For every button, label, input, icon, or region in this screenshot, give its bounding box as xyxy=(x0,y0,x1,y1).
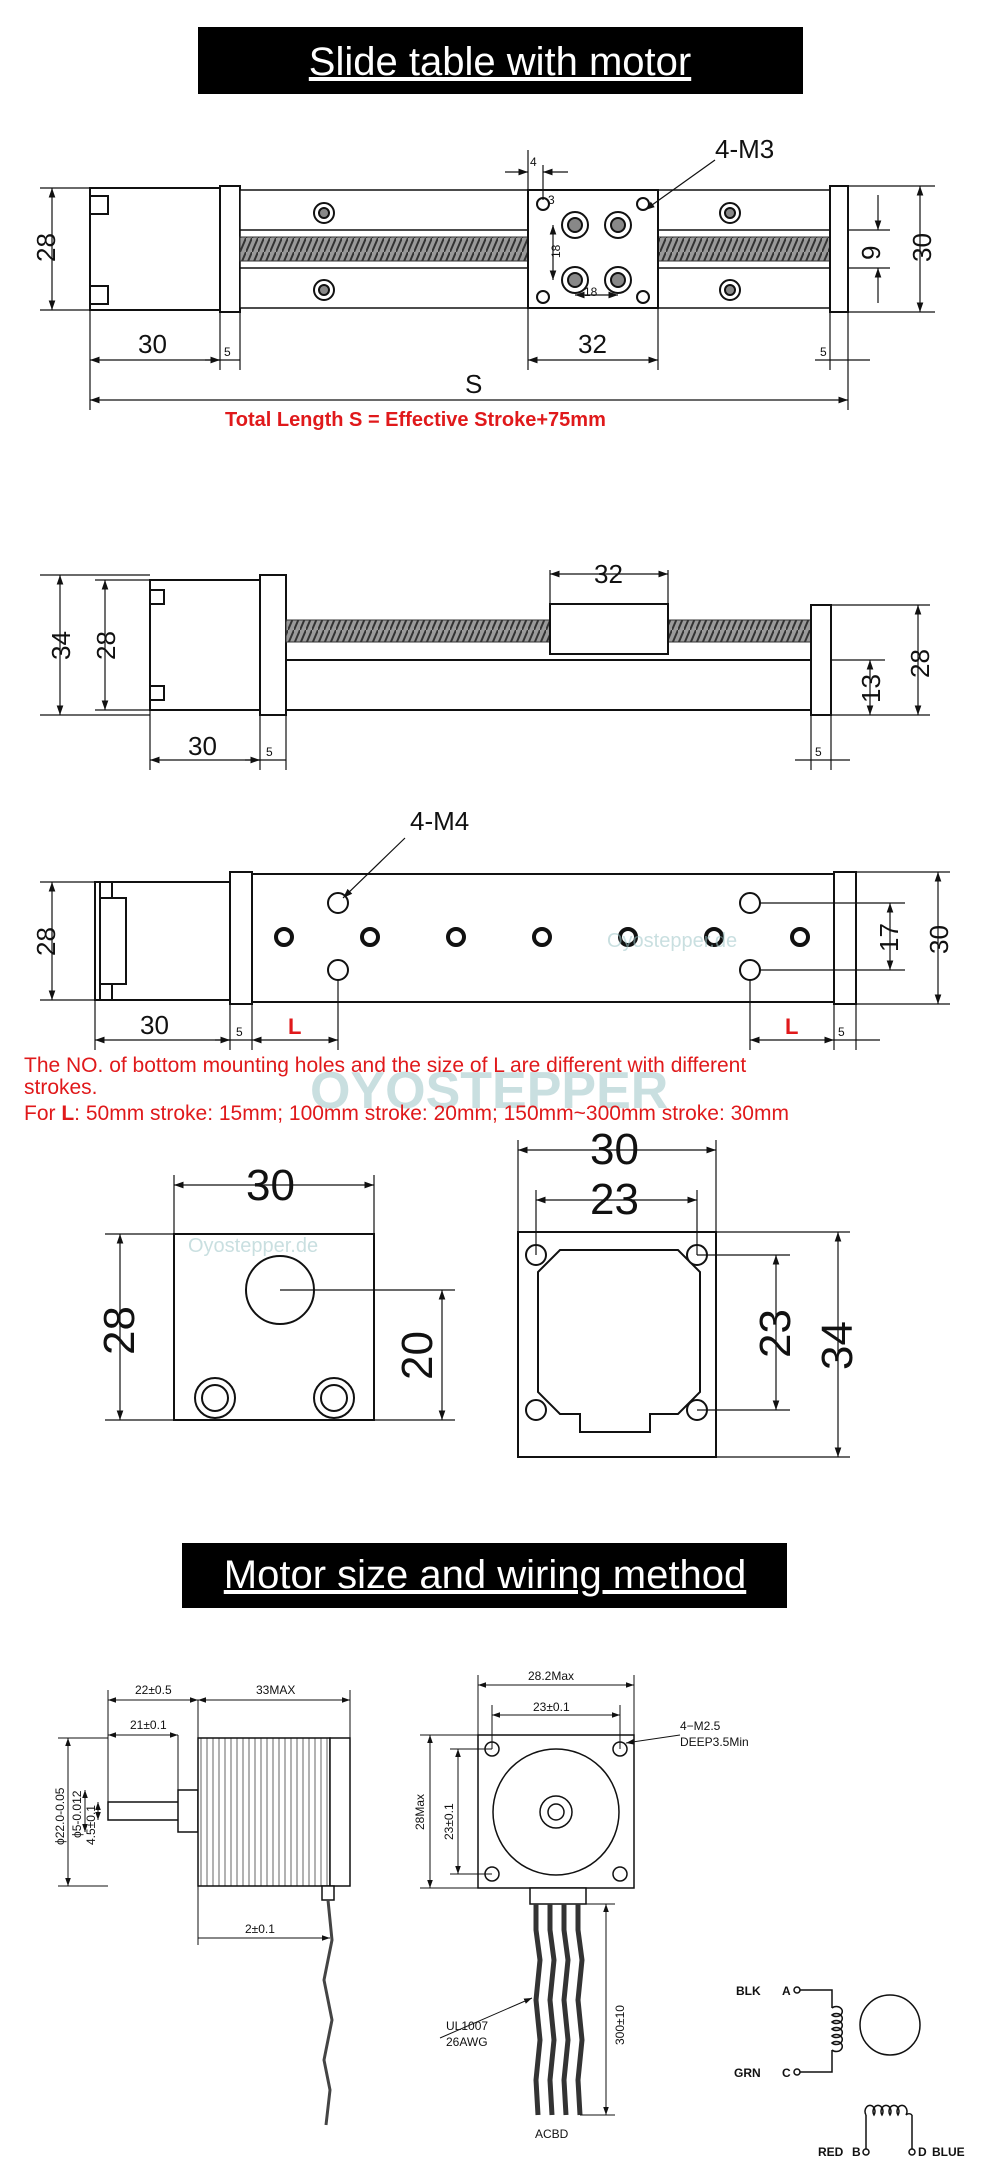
label-4m4: 4-M4 xyxy=(410,806,469,836)
end-view-right-labels: 30 23 23 34 xyxy=(590,1125,862,1370)
side-view xyxy=(40,570,930,770)
motor-dim-23-v: 23±0.1 xyxy=(442,1803,456,1840)
side-dim-13: 13 xyxy=(856,674,886,703)
wiring-labels: BLK A GRN C RED B D BLUE xyxy=(734,1984,965,2159)
motor-deep: DEEP3.5Min xyxy=(680,1735,749,1749)
motor-side-labels: 22±0.5 33MAX 21±0.1 ϕ22.0-0.05 ϕ5-0.012 … xyxy=(53,1683,295,1936)
dim-30: 30 xyxy=(138,329,167,359)
motor-dim-flat: 4.5±0.1 xyxy=(84,1805,98,1845)
dim-3: 3 xyxy=(548,193,555,207)
side-dim-5-right: 5 xyxy=(815,745,822,759)
note-line-1: The NO. of bottom mounting holes and the… xyxy=(24,1054,746,1077)
wire-red: RED xyxy=(818,2145,844,2159)
motor-dim-23-h: 23±0.1 xyxy=(533,1700,570,1714)
dim-18-vertical: 18 xyxy=(549,244,563,258)
watermark-end-view: Oyostepper.de xyxy=(188,1235,318,1257)
motor-dim-shaft: ϕ5-0.012 xyxy=(70,1790,84,1838)
side-dim-28-right: 28 xyxy=(905,649,935,678)
bottom-holes xyxy=(274,892,810,981)
wire-blk: BLK xyxy=(736,1984,761,1998)
motor-dim-28-2max: 28.2Max xyxy=(528,1669,574,1683)
side-dim-5-left: 5 xyxy=(266,745,273,759)
slide-table-banner: Slide table with motor xyxy=(198,27,803,94)
bottom-dim-30-right: 30 xyxy=(924,925,954,954)
wire-c: C xyxy=(782,2066,791,2080)
bottom-view-labels: Oyostepper.de 4-M4 28 17 30 30 5 L L 5 xyxy=(31,806,954,1040)
motor-wiring-title: Motor size and wiring method xyxy=(224,1553,746,1597)
bottom-view xyxy=(40,837,950,1050)
motor-dim-33: 33MAX xyxy=(256,1683,295,1697)
motor-lead-length: 300±10 xyxy=(613,2005,627,2045)
watermark-bottom-view: Oyostepper.de xyxy=(607,930,737,952)
side-dim-30: 30 xyxy=(188,731,217,761)
total-length-formula: Total Length S = Effective Stroke+75mm xyxy=(225,409,606,431)
bottom-dim-30: 30 xyxy=(140,1010,169,1040)
top-view xyxy=(40,150,935,410)
end-right-dim-34: 34 xyxy=(813,1321,862,1370)
slide-table-title: Slide table with motor xyxy=(309,40,691,84)
end-right-dim-23-vertical: 23 xyxy=(751,1309,800,1358)
bottom-dim-L-left: L xyxy=(288,1014,301,1039)
dim-32: 32 xyxy=(578,329,607,359)
side-dim-28: 28 xyxy=(91,631,121,660)
wire-grn: GRN xyxy=(734,2066,761,2080)
bottom-dim-5-right: 5 xyxy=(838,1025,845,1039)
end-view-left xyxy=(105,1175,455,1421)
motor-ul1007: UL1007 xyxy=(446,2019,488,2033)
side-dim-34: 34 xyxy=(46,631,76,660)
motor-lead-order: ACBD xyxy=(535,2127,569,2141)
motor-dim-21: 21±0.1 xyxy=(130,1718,167,1732)
motor-awg: 26AWG xyxy=(446,2035,488,2049)
top-view-labels: 4-M3 4 3 18 18 28 9 30 30 5 32 5 S Total… xyxy=(31,134,937,431)
wire-blue: BLUE xyxy=(932,2145,965,2159)
end-left-dim-30: 30 xyxy=(246,1161,295,1210)
end-left-dim-28: 28 xyxy=(95,1306,144,1355)
wiring-diagram xyxy=(793,1986,921,2156)
note-line-3: For L: 50mm stroke: 15mm; 100mm stroke: … xyxy=(24,1102,789,1125)
motor-front-view xyxy=(420,1675,681,2116)
end-right-dim-30: 30 xyxy=(590,1125,639,1174)
bottom-dim-L-right: L xyxy=(785,1014,798,1039)
dim-9: 9 xyxy=(856,246,886,260)
wire-a: A xyxy=(782,1984,791,1998)
end-view-left-labels: Oyostepper.de 30 28 20 xyxy=(95,1161,442,1380)
motor-dim-2: 2±0.1 xyxy=(245,1922,275,1936)
bottom-dim-5-left: 5 xyxy=(236,1025,243,1039)
stroke-note: OYOSTEPPER The NO. of bottom mounting ho… xyxy=(24,1054,789,1125)
bottom-dim-17: 17 xyxy=(874,923,904,952)
motor-wiring-banner: Motor size and wiring method xyxy=(182,1543,787,1608)
motor-dim-28max: 28Max xyxy=(413,1794,427,1830)
motor-front-labels: 28.2Max 23±0.1 28Max 23±0.1 4−M2.5 DEEP3… xyxy=(413,1669,749,2141)
motor-m25: 4−M2.5 xyxy=(680,1719,721,1733)
wire-d: D xyxy=(918,2145,927,2159)
end-view-right xyxy=(517,1140,850,1458)
slider-holes xyxy=(536,197,650,304)
dim-18-horizontal: 18 xyxy=(584,285,598,299)
dim-28: 28 xyxy=(31,233,61,262)
dim-5-right: 5 xyxy=(820,345,827,359)
dim-4: 4 xyxy=(530,155,537,169)
motor-dim-shaft-dia: ϕ22.0-0.05 xyxy=(53,1787,67,1845)
dim-s: S xyxy=(465,369,482,399)
note-line-2: strokes. xyxy=(24,1076,98,1099)
watermark-oyostepper: OYOSTEPPER xyxy=(310,1062,668,1120)
dim-5-left: 5 xyxy=(224,345,231,359)
bottom-dim-28: 28 xyxy=(31,927,61,956)
motor-dim-22: 22±0.5 xyxy=(135,1683,172,1697)
rail-screw-holes xyxy=(313,202,741,301)
side-dim-32: 32 xyxy=(594,559,623,589)
end-right-dim-23-horizontal: 23 xyxy=(590,1175,639,1224)
motor-leads xyxy=(533,1904,585,2116)
motor-side-view xyxy=(58,1690,351,2126)
wire-b: B xyxy=(852,2145,861,2159)
side-view-labels: 32 34 28 28 13 30 5 5 xyxy=(46,559,935,761)
dim-30-right: 30 xyxy=(907,233,937,262)
end-left-dim-20: 20 xyxy=(393,1331,442,1380)
label-4m3: 4-M3 xyxy=(715,134,774,164)
